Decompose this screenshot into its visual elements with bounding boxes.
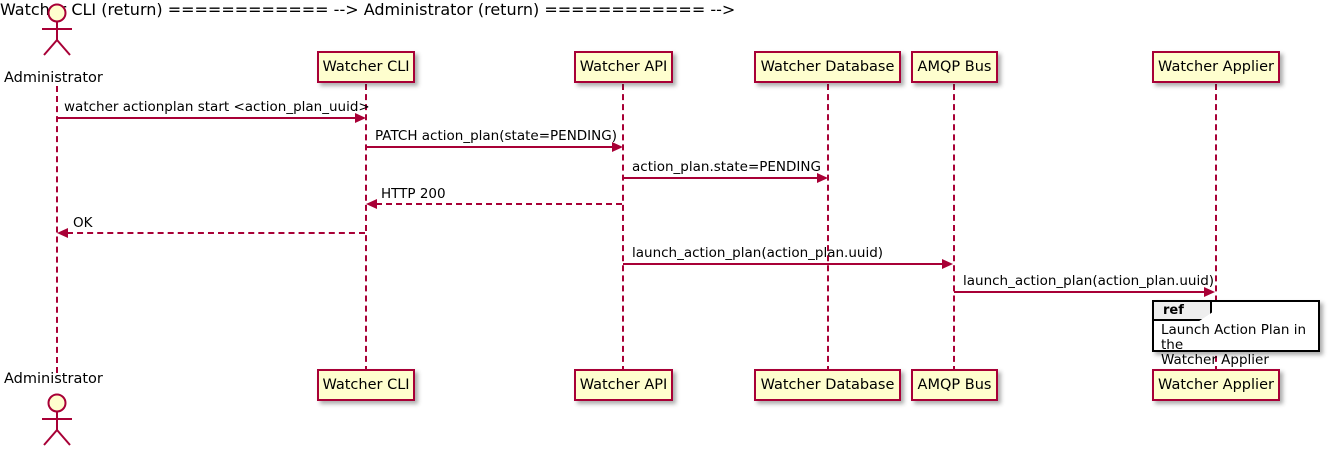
participant-watcher-applier-top[interactable]: Watcher Applier	[1152, 51, 1280, 83]
message-arrowhead-7	[1204, 287, 1215, 297]
message-label-5: OK	[73, 215, 93, 231]
actor-administrator-top	[42, 3, 72, 56]
message-arrowhead-1	[355, 113, 366, 123]
ref-fragment: ref Launch Action Plan in the Watcher Ap…	[1152, 300, 1320, 368]
participant-amqp-bus-bottom[interactable]: AMQP Bus	[911, 369, 998, 401]
message-label-7: launch_action_plan(action_plan.uuid)	[963, 273, 1215, 289]
message-line-3	[623, 177, 819, 179]
participant-watcher-api-bottom[interactable]: Watcher API	[574, 369, 673, 401]
lifeline-watcher-api	[622, 84, 624, 372]
message-line-5	[67, 232, 365, 234]
message-label-3: action_plan.state=PENDING	[632, 159, 821, 175]
participant-watcher-applier-bottom[interactable]: Watcher Applier	[1152, 369, 1280, 401]
message-arrowhead-2	[612, 142, 623, 152]
lifeline-watcher-applier	[1215, 84, 1217, 372]
message-label-2: PATCH action_plan(state=PENDING)	[375, 128, 617, 144]
message-label-1: watcher actionplan start <action_plan_uu…	[64, 99, 370, 115]
message-line-6	[623, 263, 944, 265]
participant-watcher-api-top[interactable]: Watcher API	[574, 51, 673, 83]
participant-watcher-cli-bottom[interactable]: Watcher CLI	[317, 369, 415, 401]
message-line-2	[366, 146, 614, 148]
message-line-7	[954, 291, 1206, 293]
actor-label-administrator-bottom: Administrator	[4, 371, 103, 387]
message-arrowhead-3	[817, 173, 828, 183]
lifeline-watcher-database	[827, 84, 829, 372]
participant-watcher-database-top[interactable]: Watcher Database	[754, 51, 901, 83]
message-label-6: launch_action_plan(action_plan.uuid)	[632, 245, 884, 261]
message-arrowhead-6	[942, 259, 953, 269]
message-line-4	[376, 203, 622, 205]
ref-fragment-keyword: ref	[1154, 302, 1212, 321]
message-arrowhead-4	[366, 199, 377, 209]
message-arrowhead-5	[57, 228, 68, 238]
message-line-1	[57, 117, 357, 119]
participant-watcher-cli-top[interactable]: Watcher CLI	[317, 51, 415, 83]
participant-amqp-bus-top[interactable]: AMQP Bus	[911, 51, 998, 83]
lifeline-watcher-cli	[365, 84, 367, 372]
ref-fragment-text: Launch Action Plan in the Watcher Applie…	[1161, 322, 1307, 368]
actor-administrator-bottom	[42, 393, 72, 446]
actor-label-administrator-top: Administrator	[4, 70, 103, 86]
participant-watcher-database-bottom[interactable]: Watcher Database	[754, 369, 901, 401]
lifeline-amqp-bus	[953, 84, 955, 372]
message-label-4: HTTP 200	[381, 186, 446, 202]
